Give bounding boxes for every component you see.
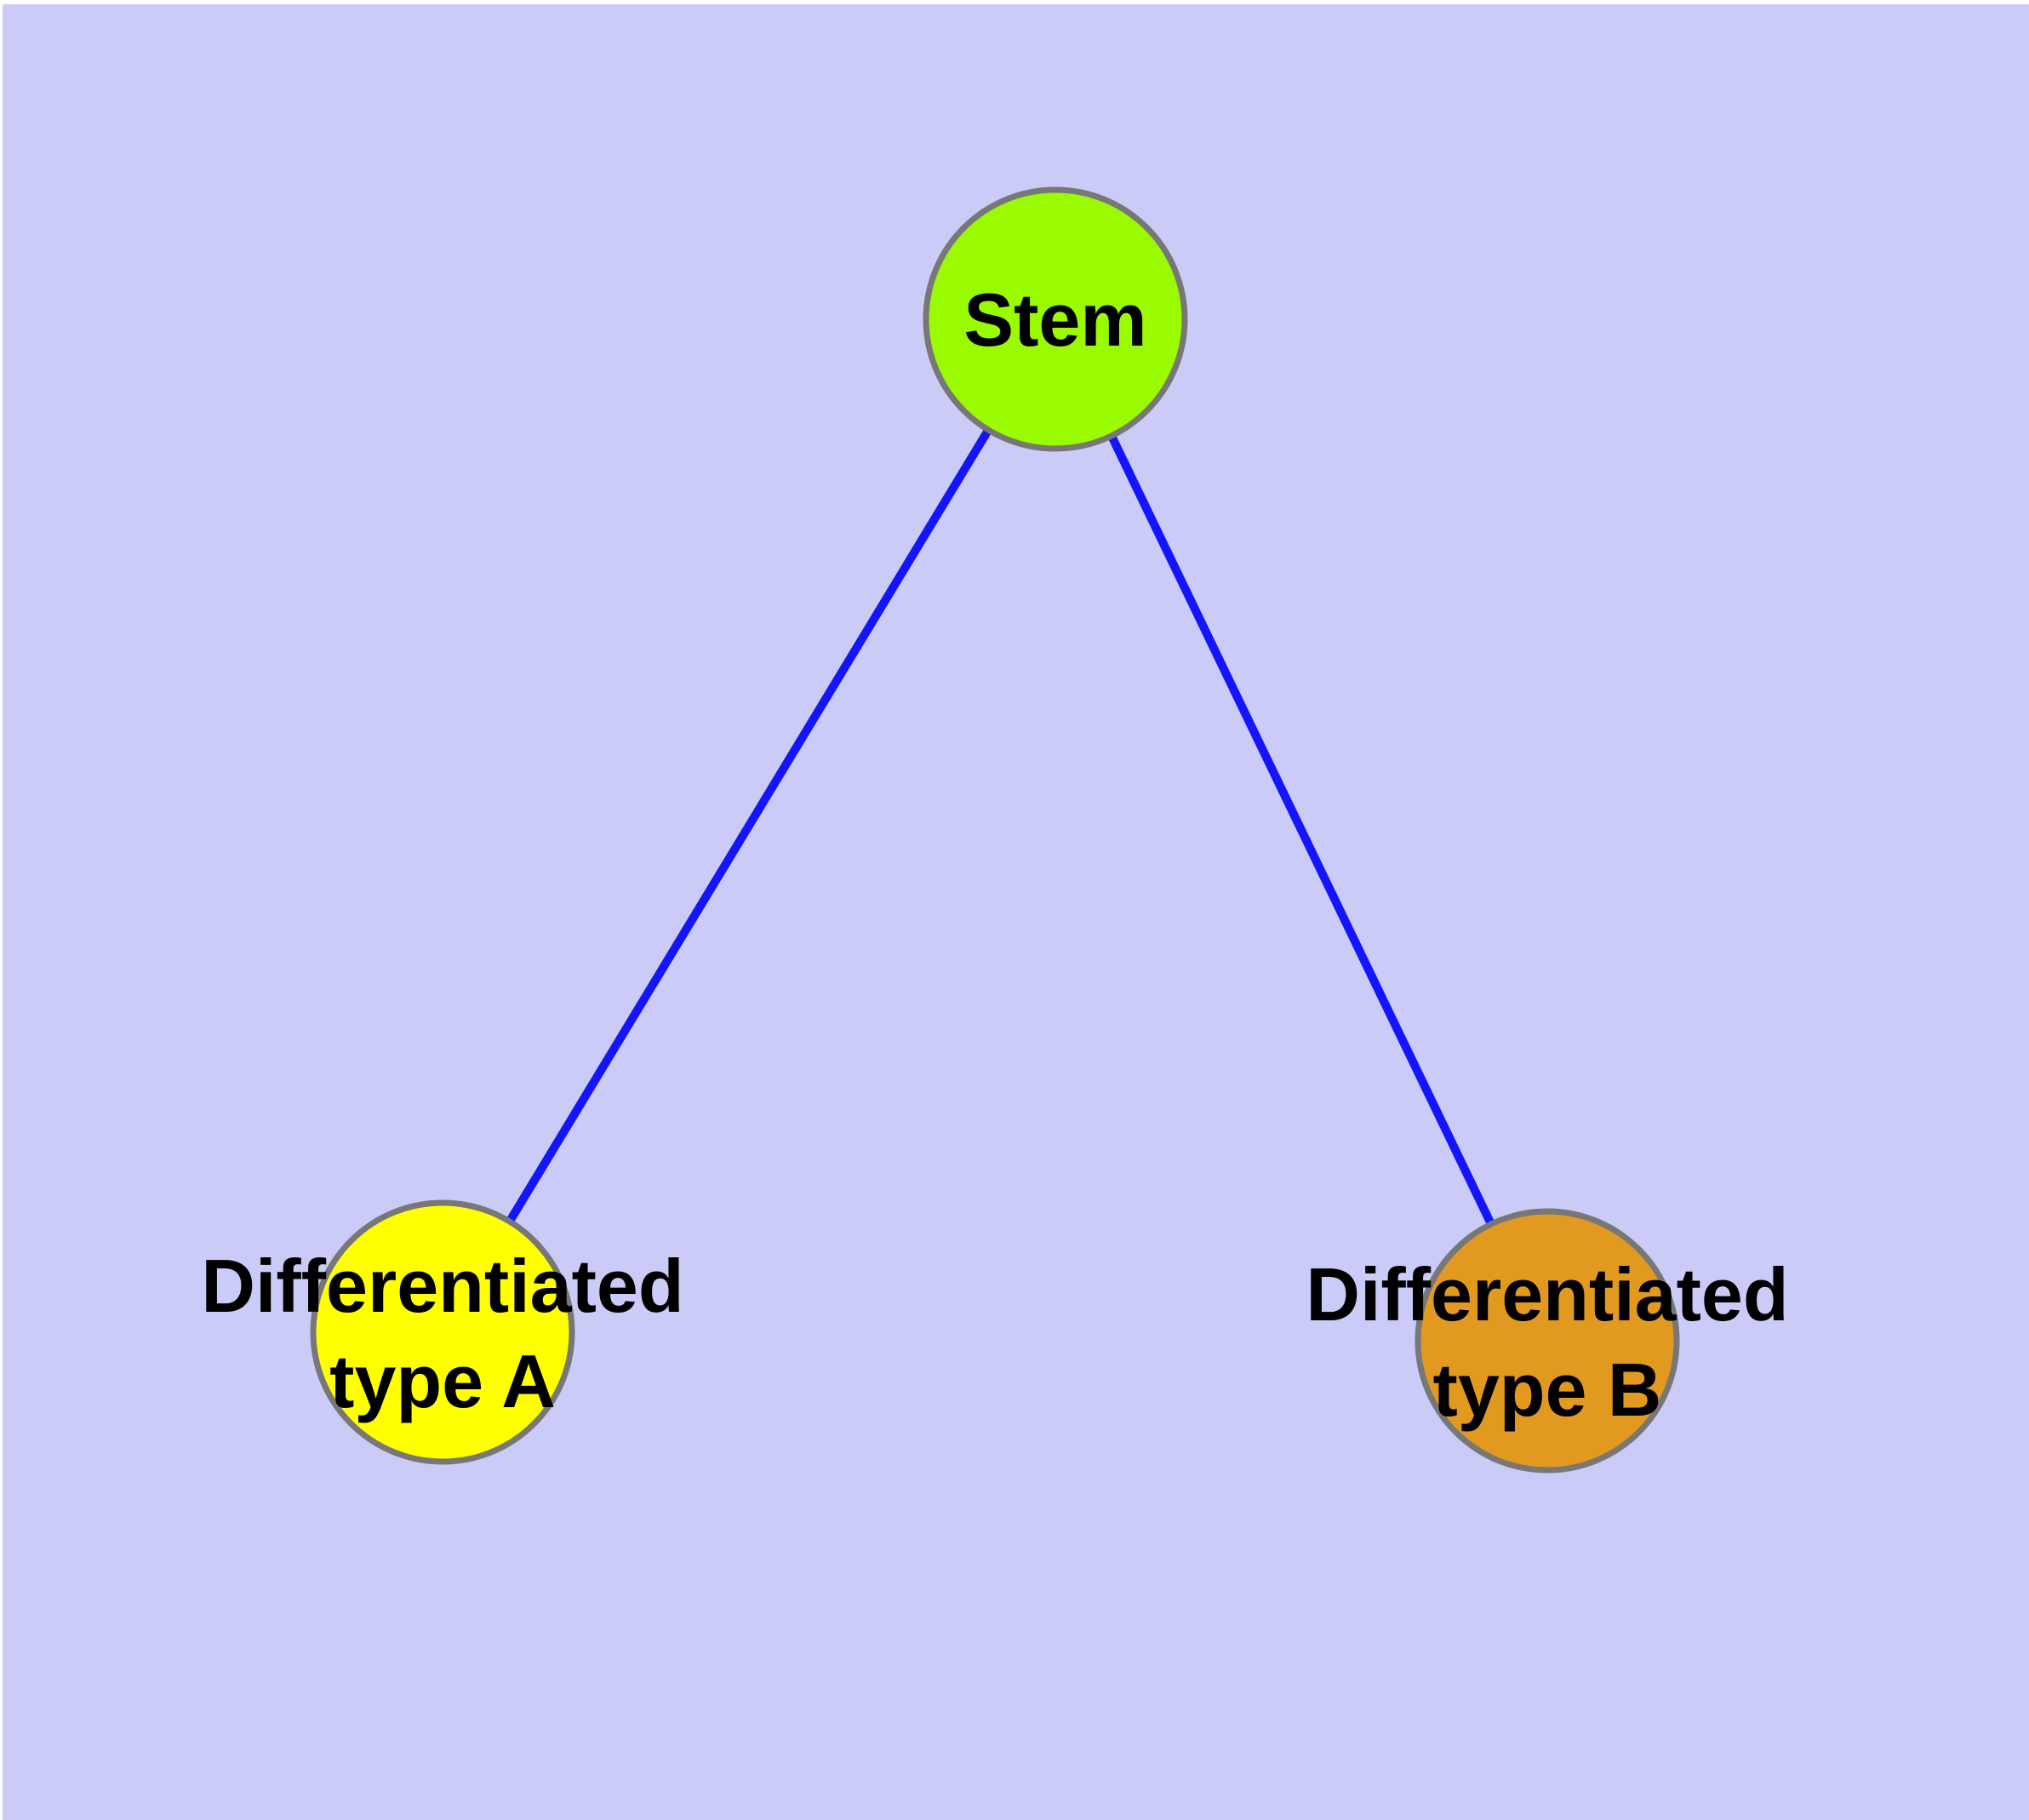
- node-type-b-label-line2: type B: [1433, 1348, 1662, 1432]
- node-stem-label: Stem: [963, 278, 1146, 362]
- node-group: [310, 186, 1680, 1474]
- node-type-b-label-line1: Differentiated: [1306, 1252, 1788, 1336]
- node-type-a-label-line1: Differentiated: [201, 1244, 683, 1328]
- node-differentiated-type-b: [1415, 1208, 1680, 1474]
- node-differentiated-type-a: [310, 1199, 575, 1465]
- node-type-a-label-line2: type A: [329, 1339, 556, 1423]
- label-group: Stem Differentiated type A Differentiate…: [201, 278, 1788, 1432]
- edge-group: [438, 317, 1552, 1343]
- edge-stem-to-type-b: [1051, 317, 1552, 1343]
- edge-stem-to-type-a: [438, 317, 1060, 1335]
- node-stem: [923, 186, 1188, 452]
